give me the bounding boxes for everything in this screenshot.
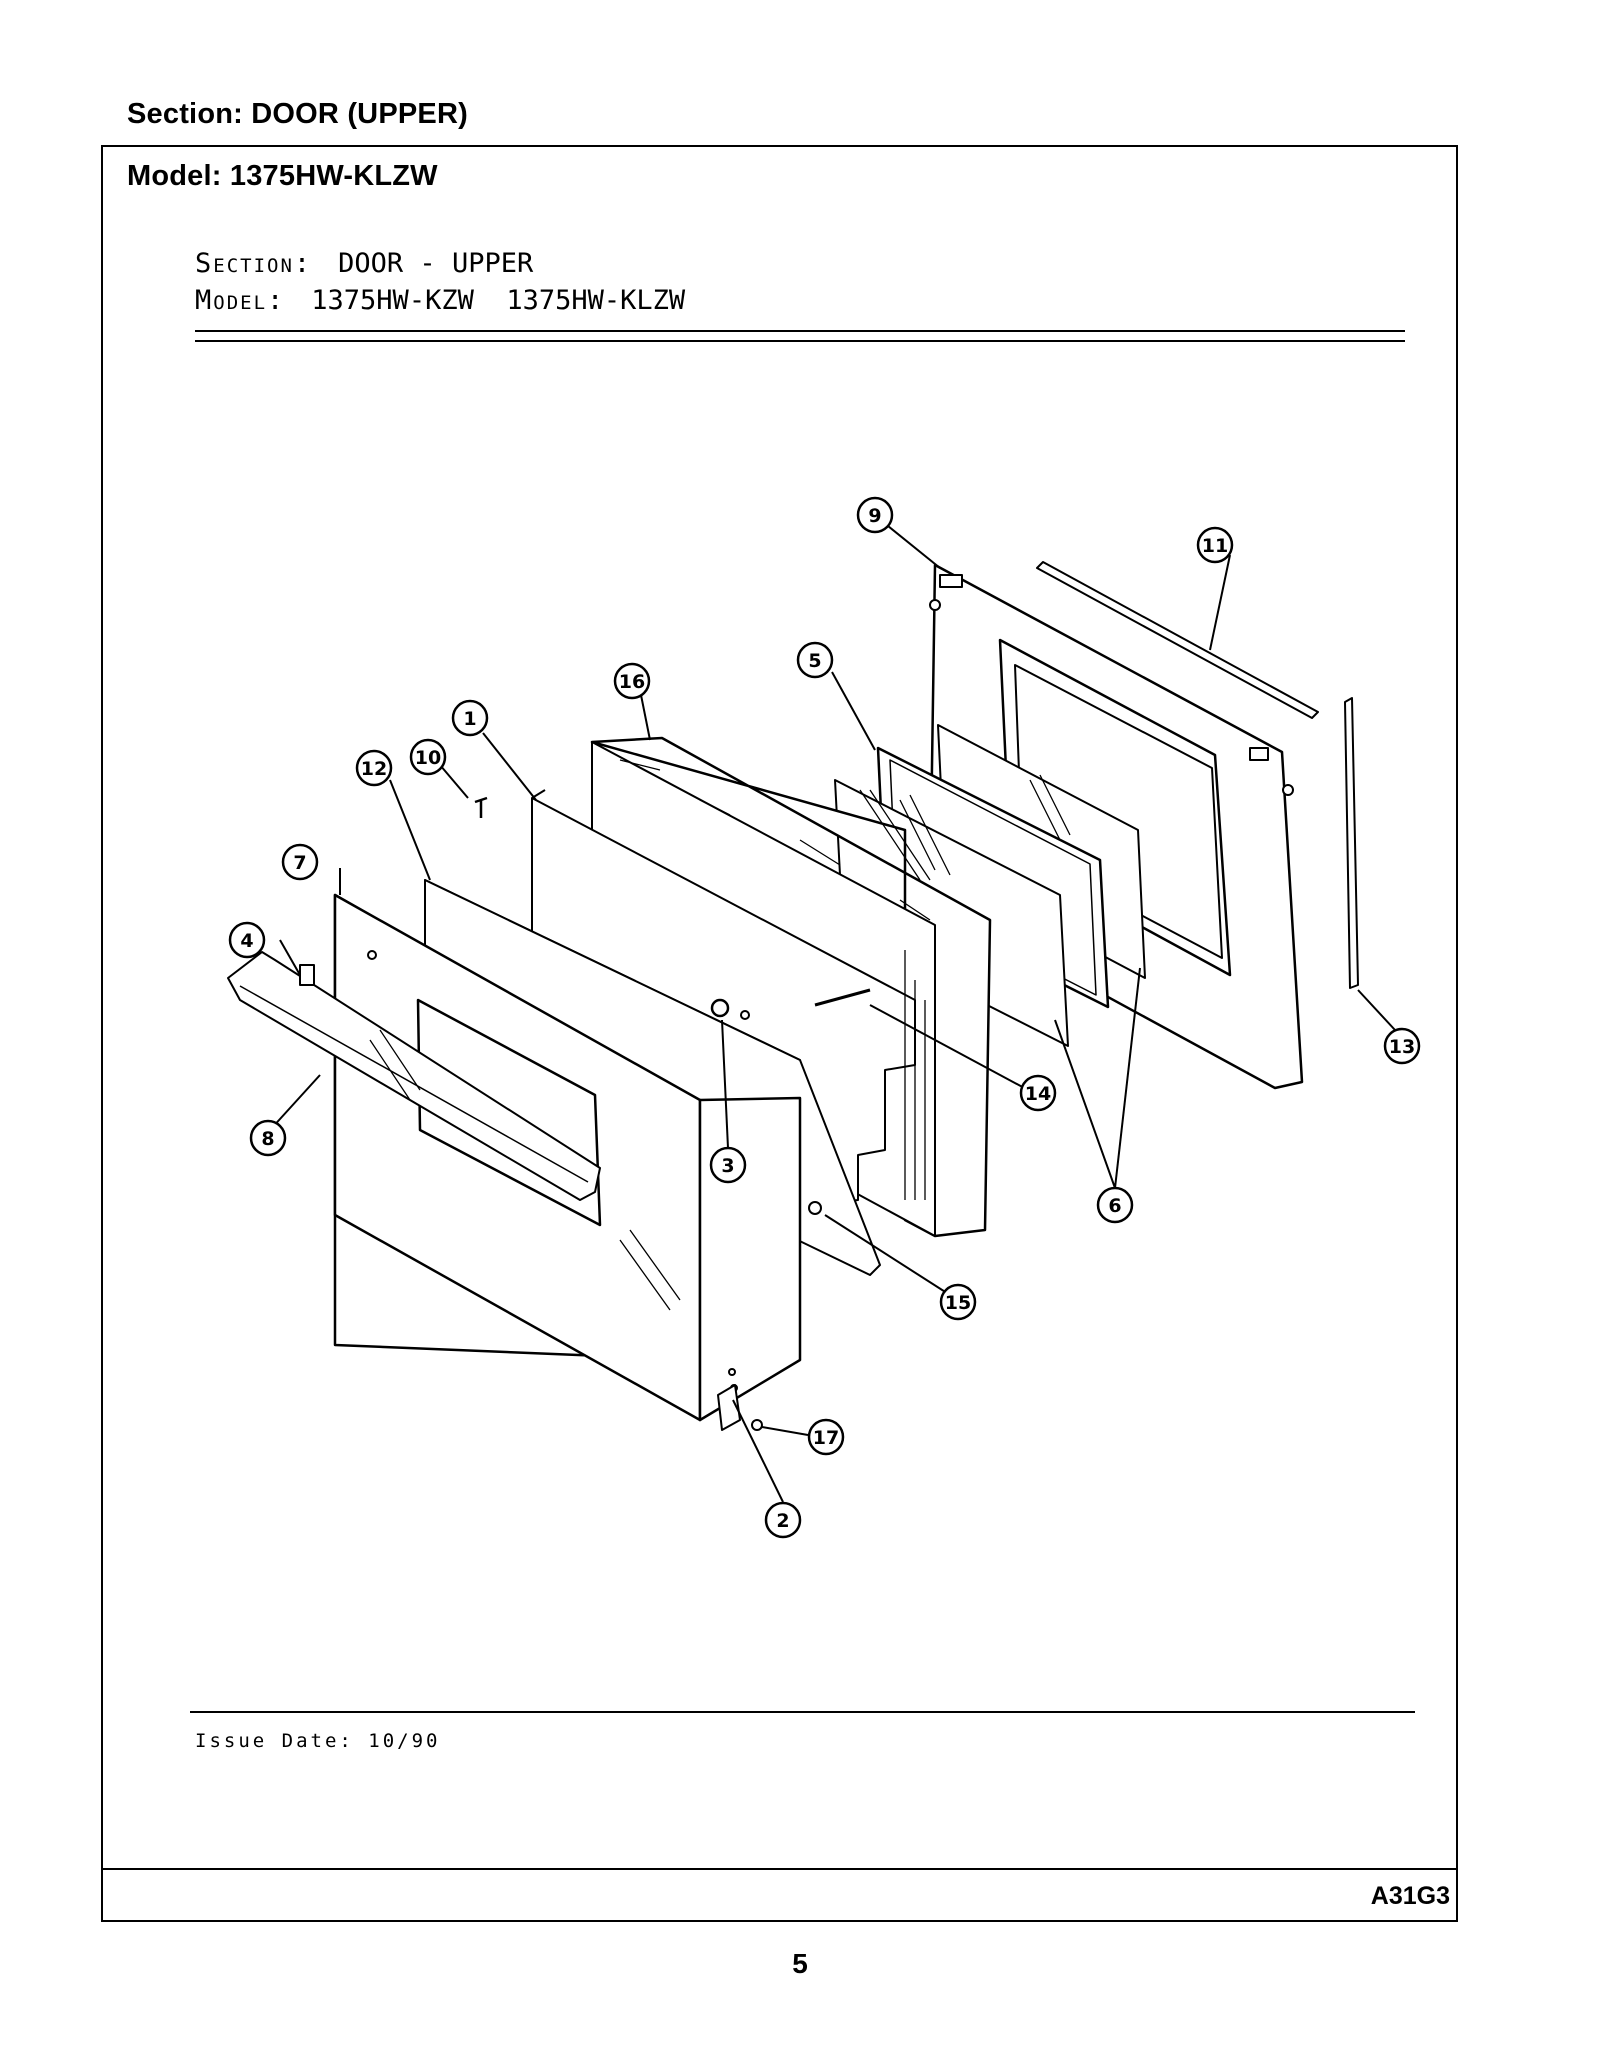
callout-number-16: 16 (619, 671, 645, 693)
callout-circle-15 (939, 1283, 977, 1321)
grommet-3 (710, 998, 730, 1018)
callout-circle-13 (1383, 1027, 1421, 1065)
callout-circle-12 (355, 749, 393, 787)
callout-number-2: 2 (776, 1510, 789, 1532)
callout-number-7: 7 (293, 852, 306, 874)
diagram-section-value: DOOR - UPPER (338, 248, 534, 279)
callout-circle-11 (1196, 526, 1234, 564)
callout-circle-2 (764, 1501, 802, 1539)
issue-date: Issue Date: 10/90 (195, 1730, 441, 1752)
callout-circle-1 (451, 699, 489, 737)
door-handle (227, 951, 601, 1201)
callout-circle-9 (856, 496, 894, 534)
callout-number-13: 13 (1389, 1036, 1415, 1058)
callout-number-8: 8 (261, 1128, 274, 1150)
callout-number-11: 11 (1202, 535, 1228, 557)
callout-number-5: 5 (808, 650, 821, 672)
page-number: 5 (792, 1948, 808, 1979)
callout-number-12: 12 (361, 758, 387, 780)
header-rule-top (195, 330, 1405, 332)
callout-circle-17 (807, 1418, 845, 1456)
screw-15 (808, 1201, 822, 1215)
hinge-bracket-2 (717, 1384, 741, 1431)
document-code: A31G3 (1370, 1882, 1450, 1910)
callout-circle-4 (228, 921, 266, 959)
handle-mount-4 (299, 964, 315, 986)
model-heading: Model: 1375HW-KLZW (127, 160, 438, 192)
diagram-section-label: Section: (195, 248, 313, 279)
callout-number-10: 10 (415, 747, 441, 769)
callout-number-6: 6 (1108, 1195, 1121, 1217)
callout-number-1: 1 (463, 708, 476, 730)
callout-number-3: 3 (721, 1155, 734, 1177)
callout-circle-14 (1019, 1074, 1057, 1112)
page-frame (101, 145, 1458, 1922)
callout-circle-6 (1096, 1186, 1134, 1224)
callout-number-17: 17 (813, 1427, 839, 1449)
diagram-model-line: Model: 1375HW-KZW 1375HW-KLZW (195, 285, 685, 316)
callout-circle-10 (409, 738, 447, 776)
callout-number-4: 4 (240, 930, 253, 952)
screw-17 (751, 1419, 763, 1431)
callout-circle-16 (613, 662, 651, 700)
section-heading: Section: DOOR (UPPER) (127, 98, 468, 130)
side-trim-strip (1344, 697, 1359, 989)
frame-divider (101, 1868, 1458, 1870)
callout-circle-3 (709, 1146, 747, 1184)
callout-number-14: 14 (1025, 1083, 1051, 1105)
top-trim-strip (1036, 561, 1319, 719)
header-rule-bottom (195, 340, 1405, 342)
callout-number-15: 15 (945, 1292, 971, 1314)
diagram-model-label: Model: (195, 285, 286, 316)
callout-circle-5 (796, 641, 834, 679)
screw-10 (474, 796, 488, 818)
issue-rule (190, 1711, 1415, 1713)
diagram-model-value: 1375HW-KZW 1375HW-KLZW (311, 285, 686, 316)
callout-circle-7 (281, 843, 319, 881)
callout-circle-8 (249, 1119, 287, 1157)
rod-14 (814, 988, 871, 1007)
diagram-section-line: Section: DOOR - UPPER (195, 248, 533, 279)
callout-number-9: 9 (868, 505, 881, 527)
